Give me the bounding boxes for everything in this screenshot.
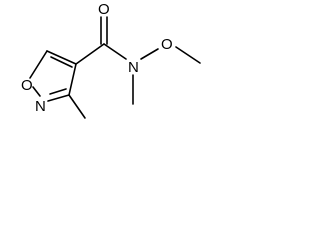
carbonyl-oxygen-label: O — [98, 1, 110, 18]
ring-oxygen-label: O — [21, 77, 33, 94]
bond-c3-n2-inner — [49, 88, 67, 95]
bond-carbonyl-carbon-nitrogen — [103, 43, 127, 60]
bond-methoxy-oxygen-methyl — [175, 46, 201, 64]
bond-c3-n2 — [47, 94, 70, 102]
bond-o1-c5 — [29, 50, 48, 79]
bond-nitrogen-methoxy-oxygen — [140, 48, 159, 60]
methoxy-oxygen-label: O — [161, 36, 173, 53]
molecule-structure-diagram: O N O N O — [21, 1, 201, 119]
bond-n2-o1 — [32, 86, 41, 97]
bond-c3-methyl — [68, 94, 86, 119]
bond-c4-c3 — [68, 63, 77, 96]
bond-c4-carbonyl-carbon — [75, 43, 105, 65]
bond-c5-c4 — [46, 50, 77, 65]
bond-c5-c4-inner — [50, 56, 73, 68]
amide-nitrogen-label: N — [128, 59, 139, 76]
ring-nitrogen-label: N — [35, 98, 46, 115]
